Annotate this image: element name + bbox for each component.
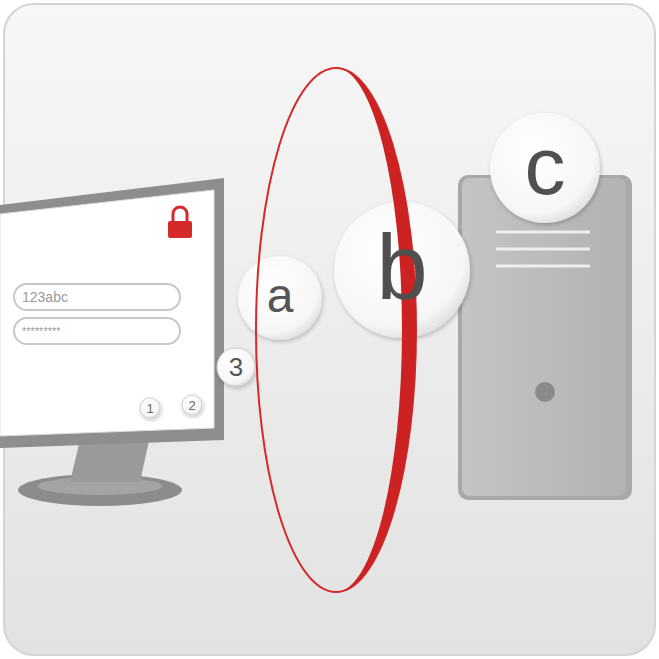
callout-disc [217, 348, 255, 386]
callout-number: 1 [140, 398, 160, 418]
background-panel [4, 4, 655, 655]
callout-disc [140, 398, 160, 418]
callout-disc [490, 113, 600, 223]
callout-disc [238, 256, 322, 340]
username-field [14, 284, 180, 310]
callout-letter: b [334, 202, 470, 332]
server-tower [458, 175, 632, 500]
security-ring [256, 68, 416, 592]
password-text: ********* [22, 320, 172, 342]
callout-letter: a [238, 256, 322, 336]
monitor [0, 178, 224, 506]
callout-disc [334, 202, 470, 338]
username-text: 123abc [22, 286, 172, 308]
callout-number: 3 [217, 348, 255, 386]
password-field [14, 318, 180, 344]
callout-disc [182, 395, 202, 415]
callout-letter: c [490, 113, 600, 219]
padlock-icon [168, 207, 192, 238]
callout-number: 2 [182, 395, 202, 415]
